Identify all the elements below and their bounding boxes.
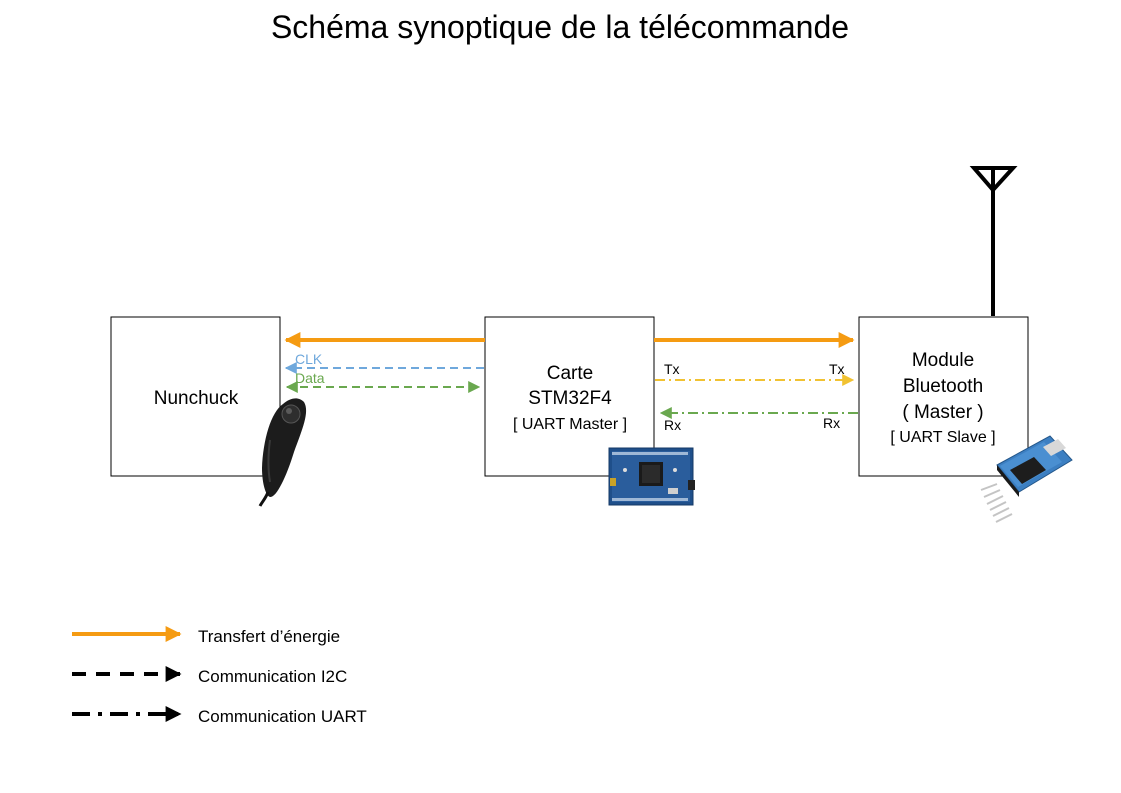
stm32-label-line2: STM32F4 (528, 388, 612, 409)
bluetooth-label-line1: Module (912, 350, 974, 371)
tx-left-label: Tx (664, 361, 680, 377)
stm32-board-icon (608, 447, 695, 506)
bluetooth-block: Module Bluetooth ( Master ) [ UART Slave… (858, 316, 1029, 477)
stm32-block: Carte STM32F4 [ UART Master ] (484, 316, 655, 477)
rx-right-label: Rx (823, 415, 840, 431)
legend: Transfert d’énergie Communication I2C Co… (72, 626, 367, 726)
bluetooth-label-line2: Bluetooth (903, 376, 983, 397)
rx-left-label: Rx (664, 417, 681, 433)
bluetooth-module-icon (980, 435, 1073, 523)
legend-uart-label: Communication UART (198, 707, 367, 726)
bluetooth-box (858, 316, 1029, 477)
stm32-label-line3: [ UART Master ] (513, 416, 627, 433)
nunchuck-block: Nunchuck (110, 316, 281, 477)
diagram-title: Schéma synoptique de la télécommande (271, 9, 849, 45)
data-label: Data (295, 370, 325, 386)
stm32-label-line1: Carte (547, 363, 593, 384)
nunchuck-box (110, 316, 281, 477)
bluetooth-label-line3: ( Master ) (902, 402, 983, 423)
antenna-icon (969, 166, 1018, 316)
legend-i2c-label: Communication I2C (198, 667, 347, 686)
nunchuck-controller-icon (258, 398, 307, 507)
legend-energy-label: Transfert d’énergie (198, 627, 340, 646)
clk-label: CLK (295, 351, 323, 367)
nunchuck-label: Nunchuck (154, 388, 239, 409)
tx-right-label: Tx (829, 361, 845, 377)
bluetooth-label-line4: [ UART Slave ] (890, 429, 995, 446)
